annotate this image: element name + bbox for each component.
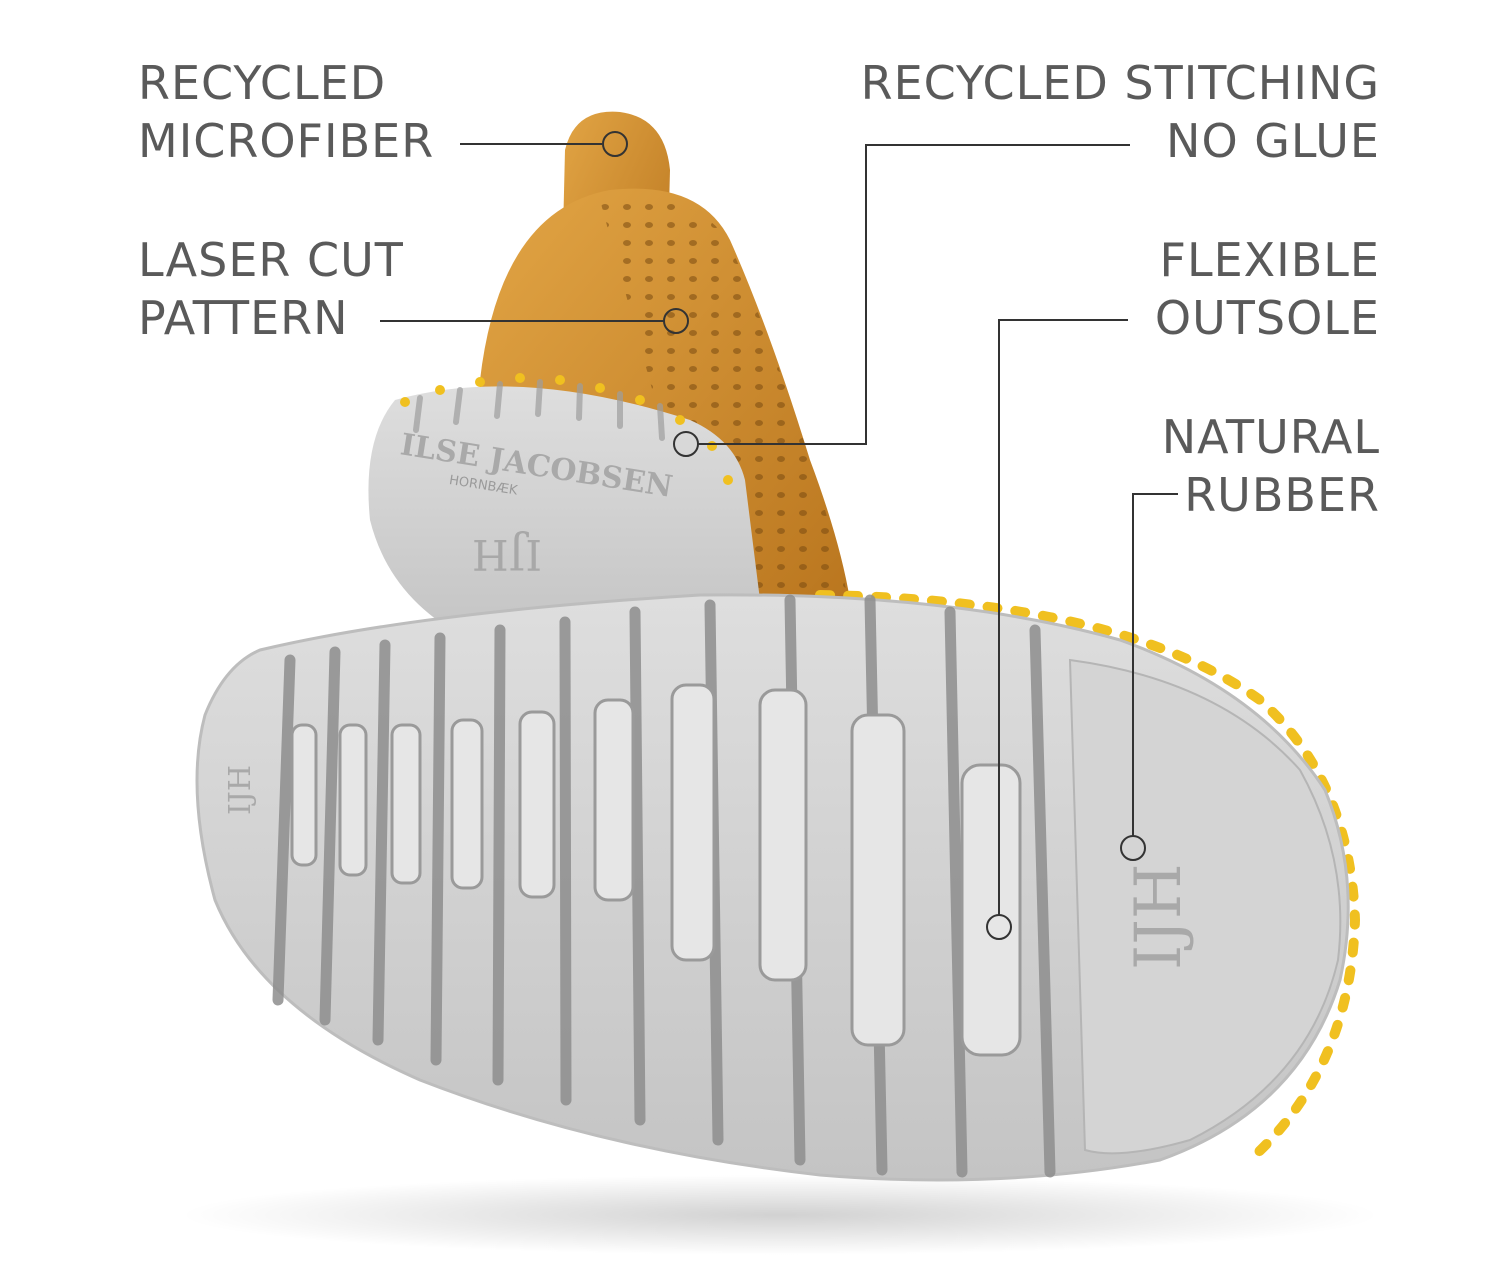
heel-logo-mark: IJH bbox=[472, 530, 542, 579]
callout-recycled-microfiber: RECYCLED MICROFIBER bbox=[138, 54, 434, 170]
callout-line-2: OUTSOLE bbox=[1154, 291, 1380, 345]
heel-shoe: ILSE JACOBSEN HORNBÆK IJH bbox=[368, 111, 850, 641]
outsole: IJH IJH bbox=[195, 590, 1361, 1182]
callout-flexible-outsole: FLEXIBLE OUTSOLE bbox=[1155, 231, 1380, 347]
callout-line-1: RECYCLED STITCHING bbox=[860, 56, 1380, 110]
callout-line-1: FLEXIBLE bbox=[1159, 233, 1380, 287]
heel-sole bbox=[368, 386, 760, 640]
callout-line-2: MICROFIBER bbox=[138, 114, 435, 168]
callout-line-1: LASER CUT bbox=[138, 233, 404, 287]
callout-natural-rubber: NATURAL RUBBER bbox=[1162, 408, 1380, 524]
callout-line-1: NATURAL bbox=[1161, 410, 1380, 464]
callout-laser-cut-pattern: LASER CUT PATTERN bbox=[138, 231, 404, 347]
callout-line-1: RECYCLED bbox=[138, 56, 387, 110]
callout-recycled-stitching: RECYCLED STITCHING NO GLUE bbox=[861, 54, 1380, 170]
callout-line-2: RUBBER bbox=[1184, 468, 1380, 522]
callout-line-2: NO GLUE bbox=[1166, 114, 1380, 168]
sole-logo-mark: IJH bbox=[1122, 863, 1196, 970]
leader-lines bbox=[380, 131, 1178, 940]
sole-toe-logo-mark: IJH bbox=[223, 765, 258, 815]
callout-line-2: PATTERN bbox=[138, 291, 349, 345]
